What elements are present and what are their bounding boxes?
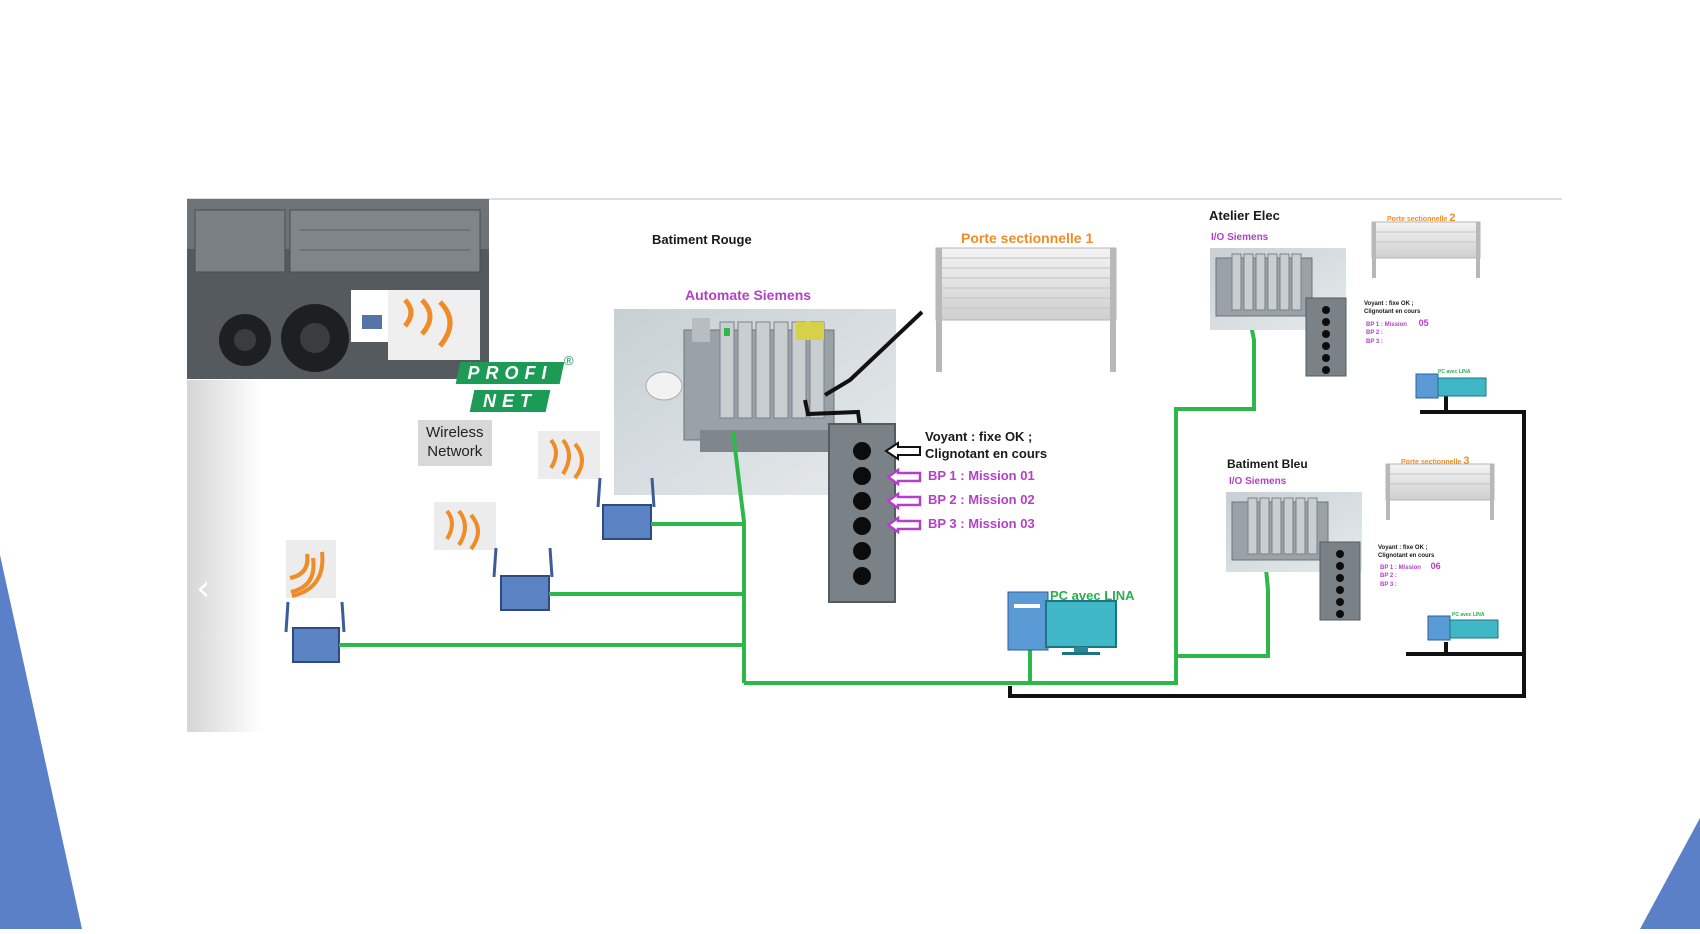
- atelier-io-label: I/O Siemens: [1211, 232, 1269, 243]
- profinet-reg-mark: ®: [564, 353, 574, 368]
- pushbutton-panel: [828, 423, 896, 603]
- porte-1-label: Porte sectionnelle 1: [961, 230, 1094, 246]
- wireless-network-box: Wireless Network: [418, 420, 492, 466]
- atelier-pushbutton-panel: [1305, 297, 1347, 377]
- access-point-1: [596, 477, 656, 540]
- profinet-bottom-text: NET: [483, 391, 537, 411]
- pc-lina-main: [1007, 591, 1117, 655]
- atelier-pc-label: PC avec LINA: [1438, 369, 1471, 375]
- porte-3-text: Porte sectionnelle: [1401, 459, 1462, 466]
- porte-sectionnelle-3: [1385, 463, 1495, 520]
- porte-2-num: 2: [1449, 212, 1456, 224]
- atelier-elec-label: Atelier Elec: [1209, 208, 1280, 223]
- bp2-label: BP 2 : Mission 02: [928, 492, 1035, 507]
- bp-arrows: [885, 467, 922, 535]
- bleu-voyant-2: Clignotant en cours: [1378, 553, 1435, 559]
- profinet-top-text: PROFI: [467, 363, 552, 383]
- lan-cables: [1008, 396, 1526, 698]
- profinet-logo: [455, 362, 565, 412]
- voyant-label-1: Voyant : fixe OK ;: [925, 429, 1033, 444]
- previous-slide-arrow[interactable]: ‹: [196, 568, 211, 609]
- atelier-bp3: BP 3 :: [1366, 339, 1383, 345]
- bleu-pc-label: PC avec LINA: [1452, 612, 1485, 618]
- diagram-left-panel: [187, 380, 262, 732]
- pc-lina-atelier: [1415, 373, 1487, 399]
- network-label: Network: [427, 442, 483, 460]
- porte-sectionnelle-2: [1371, 221, 1481, 278]
- profinet-cables: [339, 299, 1270, 685]
- agv-photo: [187, 199, 489, 379]
- voyant-label-2: Clignotant en cours: [925, 446, 1048, 461]
- porte-3-label: Porte sectionnelle 3: [1401, 455, 1469, 468]
- atelier-bp1-text: BP 1 : Mission: [1366, 322, 1407, 328]
- atelier-bp2: BP 2 :: [1366, 330, 1383, 336]
- wifi-signal-3: [286, 540, 336, 598]
- right-accent-triangle: [1640, 818, 1700, 929]
- automate-siemens-label: Automate Siemens: [685, 287, 812, 303]
- bleu-bp1: BP 1 : Mission 06: [1380, 561, 1441, 572]
- bleu-bp2: BP 2 :: [1380, 573, 1397, 579]
- atelier-voyant-2: Clignotant en cours: [1364, 309, 1421, 315]
- pc-lina-label: PC avec LINA: [1050, 588, 1135, 603]
- atelier-bp1-num: 05: [1418, 318, 1429, 328]
- bleu-voyant-1: Voyant : fixe OK ;: [1378, 545, 1428, 551]
- porte-2-label: Porte sectionnelle 2: [1387, 212, 1455, 225]
- porte-sectionnelle-1: [935, 247, 1117, 372]
- wifi-signal-1: [538, 431, 600, 480]
- access-point-3: [284, 601, 346, 663]
- bleu-bp3: BP 3 :: [1380, 582, 1397, 588]
- wifi-signal-2: [434, 502, 496, 551]
- access-point-2: [492, 547, 554, 611]
- bleu-pushbutton-panel: [1319, 541, 1361, 621]
- porte-3-num: 3: [1463, 455, 1470, 467]
- bleu-io-label: I/O Siemens: [1229, 476, 1287, 487]
- wireless-label: Wireless: [426, 424, 484, 441]
- pc-lina-bleu: [1427, 615, 1499, 641]
- batiment-bleu-label: Batiment Bleu: [1227, 457, 1308, 471]
- atelier-bp1: BP 1 : Mission 05: [1366, 318, 1429, 329]
- bleu-bp1-text: BP 1 : Mission: [1380, 565, 1421, 571]
- bleu-io-photo: [1226, 492, 1362, 572]
- batiment-rouge-label: Batiment Rouge: [652, 232, 752, 247]
- bleu-bp1-num: 06: [1430, 561, 1441, 571]
- bp1-label: BP 1 : Mission 01: [928, 468, 1035, 483]
- voyant-arrow: [884, 441, 921, 461]
- porte-2-text: Porte sectionnelle: [1387, 216, 1448, 223]
- bp3-label: BP 3 : Mission 03: [928, 516, 1035, 531]
- atelier-voyant-1: Voyant : fixe OK ;: [1364, 301, 1414, 307]
- atelier-io-photo: [1210, 248, 1346, 330]
- left-accent-triangle: [0, 555, 82, 929]
